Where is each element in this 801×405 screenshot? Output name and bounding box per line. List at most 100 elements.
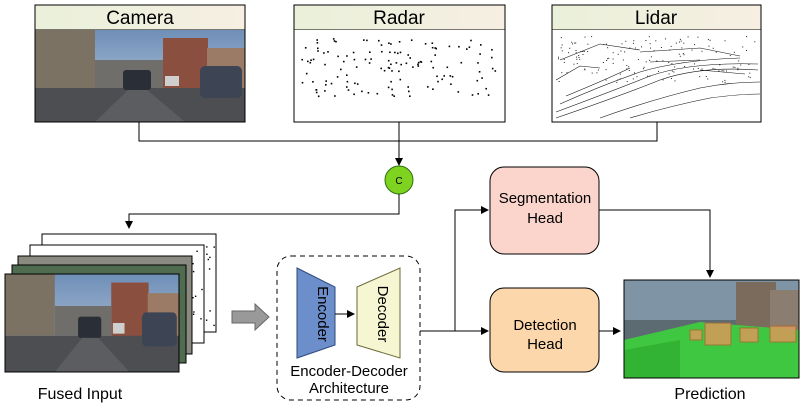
point [584, 68, 586, 70]
point [347, 89, 350, 91]
fused-radar-points [192, 246, 215, 327]
camera-panel: Camera [34, 4, 246, 123]
point [619, 78, 621, 80]
fused-to-model-arrow [231, 302, 270, 332]
detection-head-line1: Detection [513, 317, 576, 334]
point [192, 313, 195, 315]
point [481, 77, 483, 79]
point [560, 47, 562, 49]
point [436, 75, 438, 78]
point [346, 55, 348, 57]
point [697, 36, 699, 38]
point [494, 70, 497, 72]
point [394, 51, 396, 54]
point [633, 40, 635, 42]
segmentation-head-line1: Segmentation [499, 190, 592, 207]
point [398, 70, 400, 73]
point [424, 43, 427, 45]
point [355, 66, 358, 68]
point [317, 47, 319, 50]
point [626, 81, 628, 82]
point [558, 56, 559, 58]
point [383, 69, 386, 72]
point [209, 310, 211, 312]
decoder-shape [356, 267, 401, 359]
point [617, 53, 619, 55]
point [561, 50, 563, 52]
point [327, 51, 329, 53]
point [569, 47, 571, 49]
point [668, 62, 670, 64]
point [576, 63, 578, 65]
point [628, 70, 630, 71]
point [192, 297, 194, 299]
point [681, 47, 683, 49]
lidar-point-cloud [555, 43, 761, 119]
point [194, 295, 197, 297]
point [491, 67, 494, 70]
point [580, 51, 582, 53]
point [648, 36, 650, 38]
point [443, 75, 445, 77]
point [431, 42, 434, 44]
point [712, 67, 714, 69]
point [649, 75, 651, 77]
point [432, 88, 434, 90]
point [301, 58, 303, 61]
point [587, 43, 589, 45]
point [714, 68, 716, 70]
point [449, 75, 452, 77]
point [427, 86, 429, 88]
point [596, 72, 598, 74]
point [352, 51, 355, 54]
point [363, 39, 365, 41]
point [437, 80, 439, 83]
point [448, 45, 451, 48]
point [417, 65, 420, 67]
point [658, 70, 659, 72]
point [398, 41, 401, 43]
fused-input-label: Fused Input [38, 386, 123, 403]
segmentation-head-line2: Head [527, 210, 563, 227]
point [575, 42, 577, 44]
point [602, 62, 604, 63]
point [388, 42, 390, 44]
point [434, 54, 436, 56]
point [707, 39, 709, 41]
point [634, 47, 636, 49]
point [740, 64, 742, 66]
point [675, 42, 677, 44]
point [346, 80, 349, 83]
point [325, 84, 327, 86]
point [643, 66, 645, 68]
point [603, 44, 605, 46]
lidar-panel: Lidar [551, 4, 762, 123]
point [391, 88, 393, 91]
point [561, 72, 563, 74]
point [723, 70, 725, 72]
point [206, 246, 208, 248]
point [466, 48, 468, 50]
point [584, 36, 586, 38]
point [679, 38, 681, 40]
point [674, 80, 676, 82]
point [354, 82, 356, 85]
point [641, 46, 642, 48]
point [387, 66, 390, 69]
point [310, 59, 312, 61]
point [729, 55, 731, 57]
point [671, 63, 673, 65]
point [682, 53, 684, 54]
point [637, 59, 639, 61]
point [668, 73, 670, 75]
point [749, 77, 751, 79]
model-caption-line1: Encoder-Decoder [290, 363, 408, 380]
lidar-label: Lidar [635, 8, 678, 29]
point [387, 59, 390, 62]
point [679, 41, 680, 43]
point [687, 36, 689, 38]
point [582, 51, 584, 52]
point [574, 42, 576, 44]
point [451, 75, 454, 78]
point [749, 72, 751, 74]
